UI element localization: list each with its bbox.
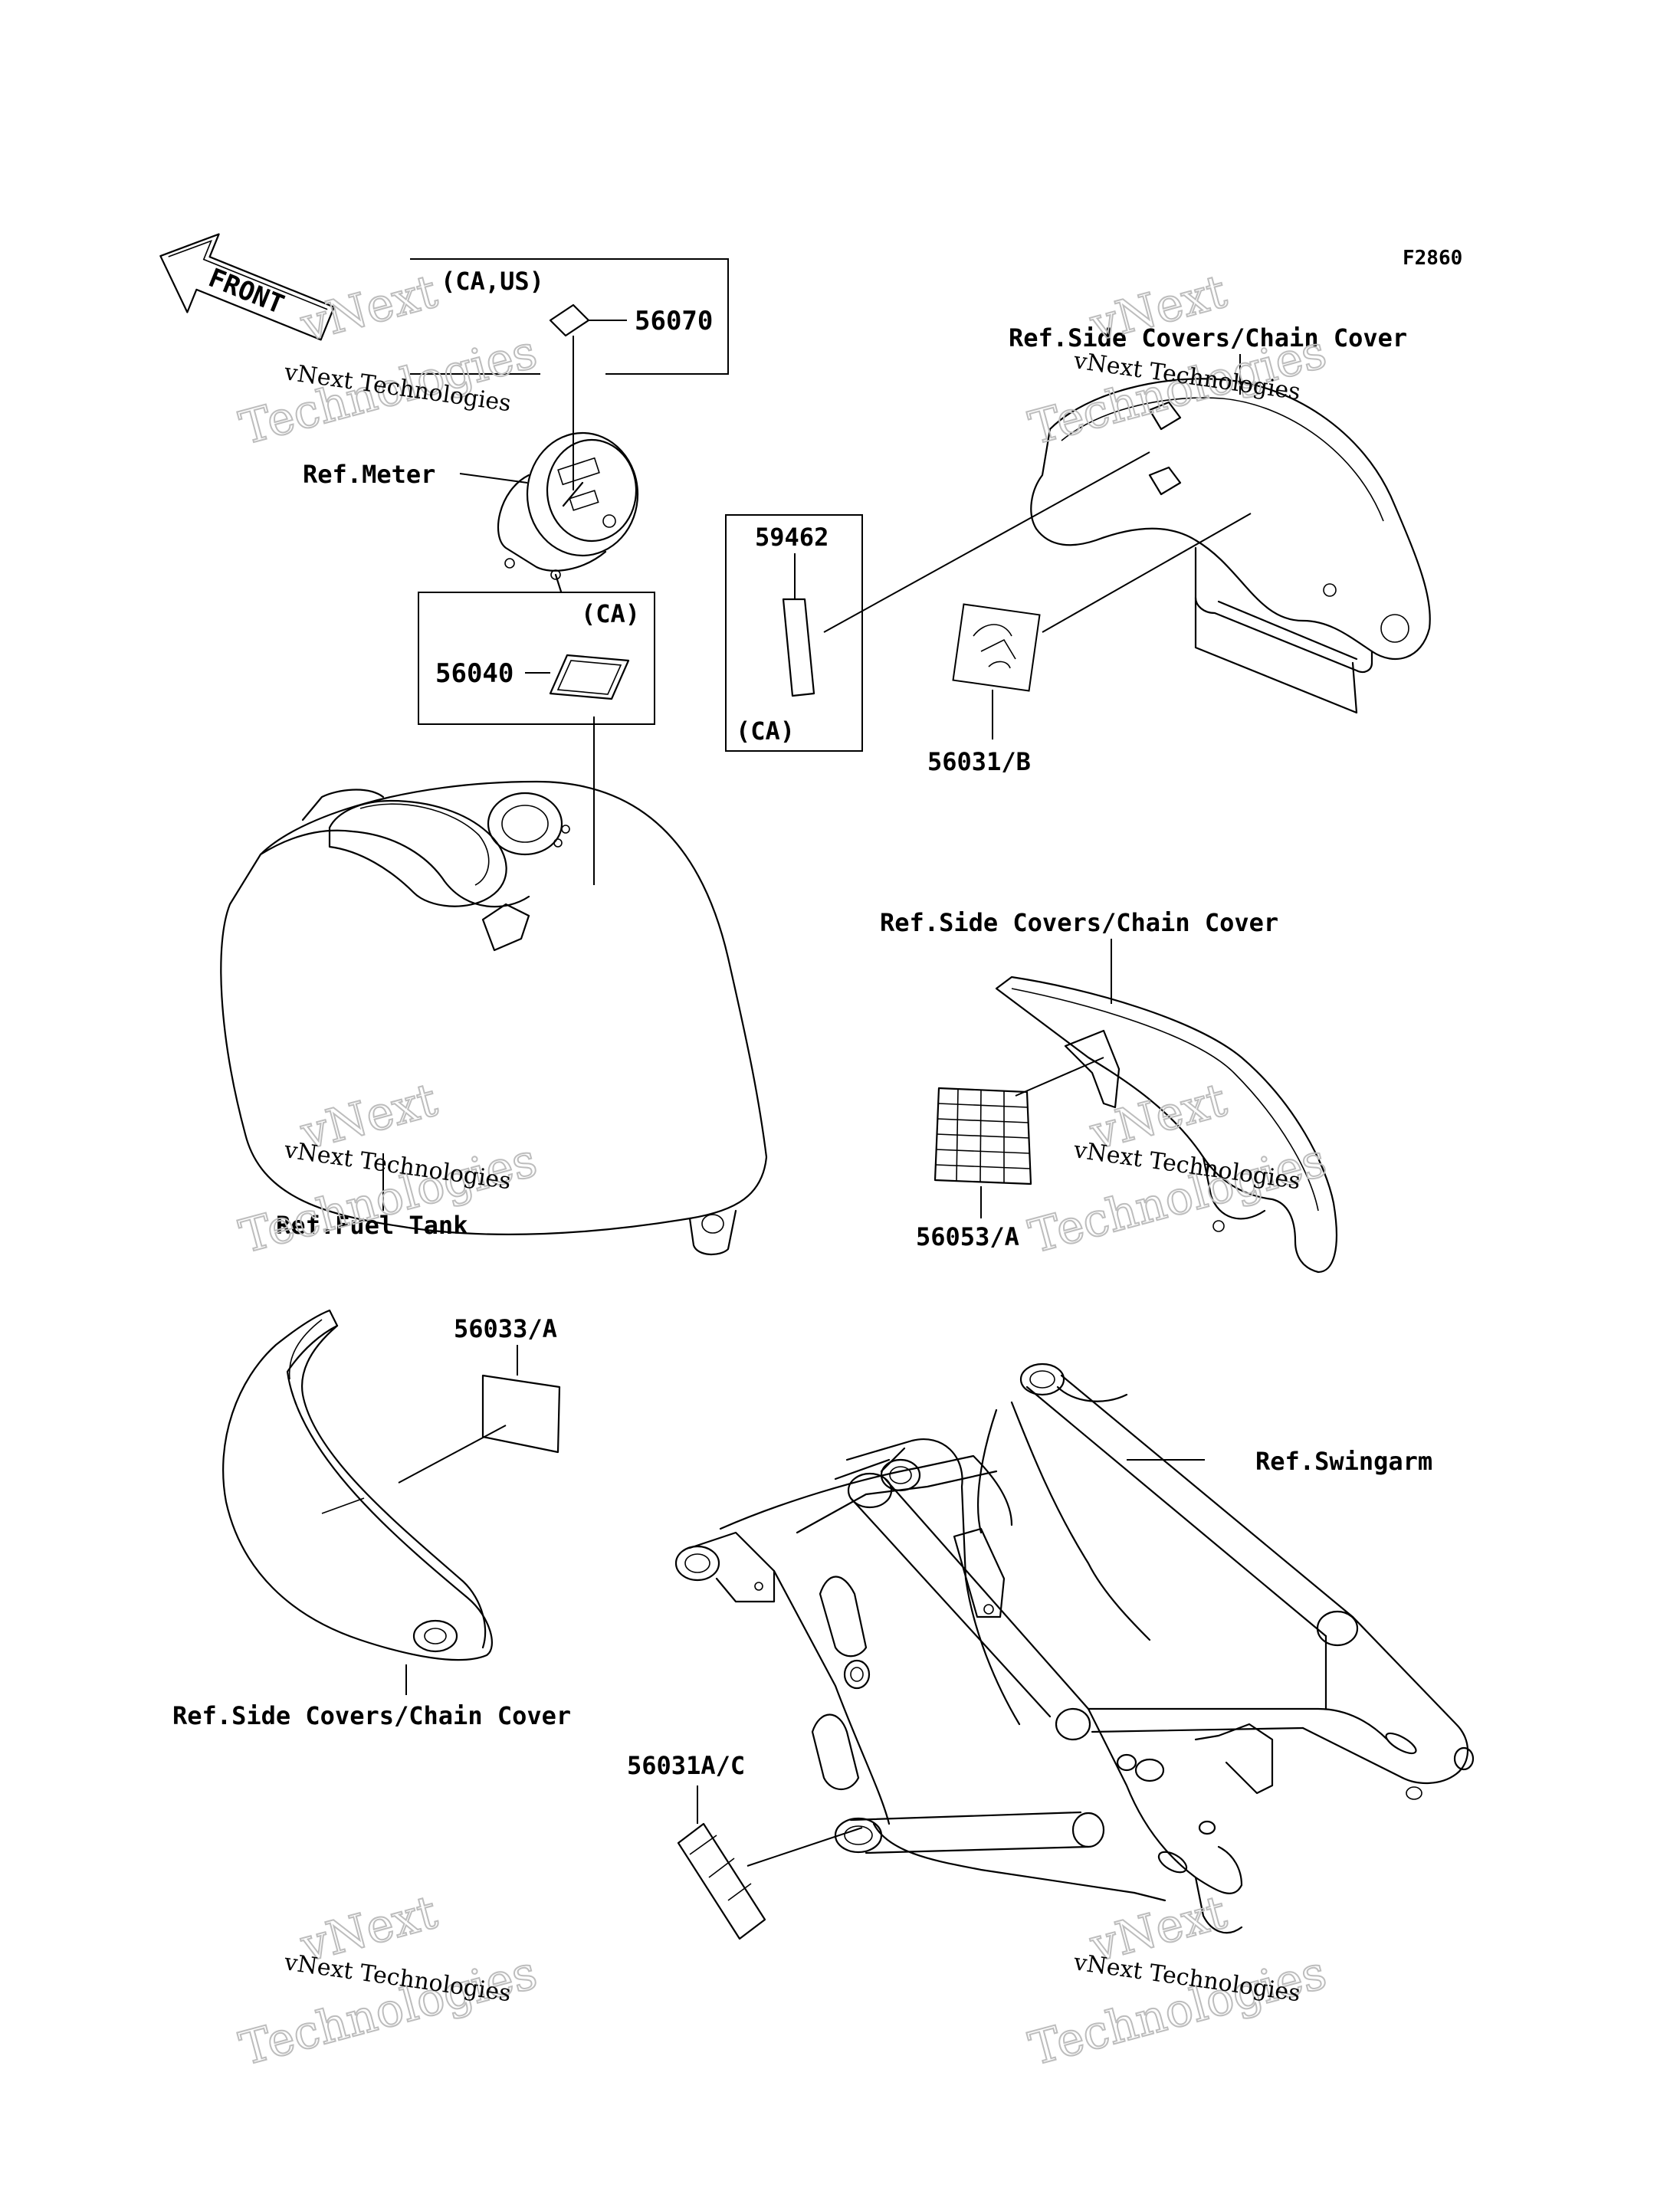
part-number-56053a: 56053/A	[916, 1222, 1019, 1251]
decal-56031b: 56031/B	[927, 513, 1252, 776]
decal-56033a: 56033/A	[321, 1314, 561, 1514]
ref-meter-label: Ref.Meter	[303, 460, 435, 489]
ca-note-1: (CA)	[581, 599, 640, 628]
ref-swingarm-label: Ref.Swingarm	[1255, 1447, 1432, 1476]
meter-icon	[497, 431, 639, 593]
ref-side-covers-label-3: Ref.Side Covers/Chain Cover	[172, 1701, 571, 1730]
decal-56053a: 56053/A	[916, 1057, 1104, 1251]
part-number-56031b: 56031/B	[927, 747, 1031, 776]
label-box-56070: (CA,US) 56070	[410, 258, 729, 490]
ref-side-covers-label-1: Ref.Side Covers/Chain Cover	[1009, 323, 1407, 353]
watermark-5: vNext Technologies vNext Technologies	[234, 1884, 543, 2077]
ca-note-2: (CA)	[736, 716, 795, 746]
side-cover-top-icon	[1030, 378, 1431, 714]
part-number-59462: 59462	[755, 523, 829, 552]
figure-code: F2860	[1403, 247, 1462, 270]
part-number-56070: 56070	[635, 306, 713, 336]
ref-fuel-tank-label: Ref.Fuel Tank	[276, 1211, 468, 1240]
swingarm-icon	[674, 1362, 1475, 1934]
side-cover-bottom-icon	[222, 1309, 493, 1661]
part-number-56033a: 56033/A	[454, 1314, 557, 1343]
part-number-56031ac: 56031A/C	[627, 1751, 745, 1780]
decal-56031ac: 56031A/C	[627, 1751, 863, 1940]
decal-56040-icon	[549, 654, 630, 700]
label-box-59462: 59462 (CA)	[725, 451, 1150, 752]
part-number-56040: 56040	[435, 658, 514, 689]
watermark-2: vNext Technologies vNext Technologies	[1023, 264, 1333, 456]
decal-56070-icon	[549, 303, 590, 337]
chain-cover-icon	[995, 976, 1338, 1274]
svg-text:vNext: vNext	[295, 264, 443, 352]
decal-59462-icon	[782, 598, 815, 697]
ca-us-note: (CA,US)	[441, 267, 544, 296]
fuel-tank-icon	[220, 780, 768, 1255]
watermark-6: vNext Technologies vNext Technologies	[1023, 1884, 1333, 2077]
watermark-4: vNext Technologies vNext Technologies	[1023, 1072, 1333, 1264]
label-box-56040: (CA) 56040	[418, 592, 655, 885]
ref-side-covers-label-2: Ref.Side Covers/Chain Cover	[880, 908, 1278, 937]
